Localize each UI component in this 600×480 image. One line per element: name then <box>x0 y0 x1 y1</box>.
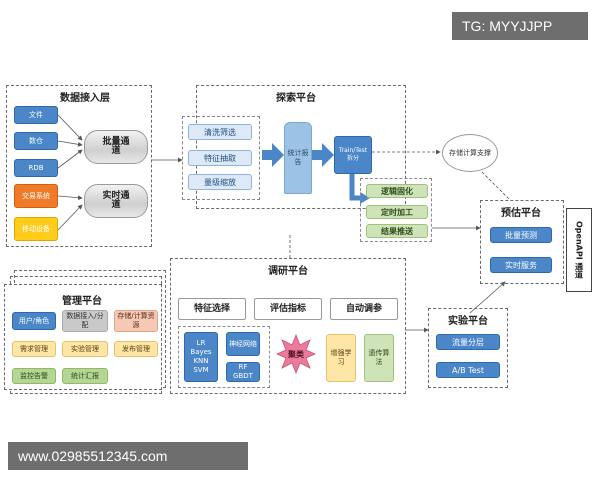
batch-channel[interactable]: 批量通道 <box>84 130 148 164</box>
explore-title: 探索平台 <box>276 93 316 104</box>
storage-compute-cloud: 存储计算支撑 <box>442 134 498 172</box>
cluster-burst-icon <box>276 334 316 374</box>
predict-platform <box>480 200 564 284</box>
ingest-title: 数据接入层 <box>60 93 110 104</box>
auto-tuning[interactable]: 自动调参 <box>330 298 398 320</box>
arrow-split-outputs <box>349 173 362 201</box>
ingest-layer <box>6 85 152 247</box>
manage-release[interactable]: 发布管理 <box>114 341 158 357</box>
source-data-warehouse[interactable]: 数仓 <box>14 132 58 150</box>
source-mobile-device[interactable]: 移动设备 <box>14 217 58 241</box>
arrow-report-split <box>312 143 334 167</box>
ab-test[interactable]: A/B Test <box>436 362 500 378</box>
arrow-file-batch <box>57 114 83 141</box>
cluster-label: 聚类 <box>288 350 304 359</box>
output-scheduled-process[interactable]: 定时加工 <box>366 205 428 219</box>
predict-title: 预估平台 <box>501 208 541 219</box>
watermark-top: TG: MYYJJPP <box>452 12 588 40</box>
arrow-dw-batch <box>57 140 83 147</box>
arrow-steps-report <box>262 143 284 167</box>
algo-neural-net[interactable]: 神经网络 <box>226 332 260 356</box>
batch-predict[interactable]: 批量预测 <box>490 227 552 243</box>
step-clean-filter[interactable]: 清洗筛选 <box>188 124 252 140</box>
manage-data-access[interactable]: 数据接入/分配 <box>62 310 108 332</box>
explore-steps-group <box>182 116 260 200</box>
arrow-mobile-rt <box>57 204 83 231</box>
statistics-report[interactable]: 统计报告 <box>284 122 312 194</box>
arrow-experiment-predict <box>469 281 506 314</box>
algo-ensemble[interactable]: RF GBDT <box>226 362 260 382</box>
arrow-cloud-predict <box>481 171 511 201</box>
research-platform <box>170 258 406 394</box>
genetic-algorithm[interactable]: 遗传算法 <box>364 334 394 382</box>
watermark-bottom: www.02985512345.com <box>8 442 248 470</box>
manage-statistics[interactable]: 统计汇报 <box>62 368 108 384</box>
realtime-channel[interactable]: 实时通道 <box>84 184 148 218</box>
manage-requirements[interactable]: 需求管理 <box>12 341 56 357</box>
eval-metrics[interactable]: 评估指标 <box>254 298 322 320</box>
source-rdb[interactable]: RDB <box>14 159 58 177</box>
experiment-title: 实验平台 <box>448 316 488 327</box>
algo-classic[interactable]: LR Bayes KNN SVM <box>184 332 218 382</box>
source-file[interactable]: 文件 <box>14 106 58 124</box>
manage-experiments[interactable]: 实验管理 <box>62 341 108 357</box>
output-result-push[interactable]: 结果推送 <box>366 224 428 238</box>
openapi-label: OpenAPI 通道 <box>574 221 584 279</box>
traffic-layering[interactable]: 流量分层 <box>436 334 500 350</box>
manage-monitoring[interactable]: 监控告警 <box>12 368 56 384</box>
arrow-trade-rt <box>57 195 83 201</box>
step-scale[interactable]: 量级缩放 <box>188 174 252 190</box>
algo-group <box>178 326 270 388</box>
openapi-channel[interactable]: OpenAPI 通道 <box>566 208 592 292</box>
explore-platform <box>196 85 406 209</box>
manage-title: 管理平台 <box>62 296 102 307</box>
arrow-rdb-batch <box>57 149 83 169</box>
manage-users-roles[interactable]: 用户/角色 <box>12 312 56 330</box>
step-feature-extract[interactable]: 特征抽取 <box>188 150 252 166</box>
experiment-platform <box>428 308 508 388</box>
feature-selection[interactable]: 特征选择 <box>178 298 246 320</box>
reinforcement-learning[interactable]: 增强学习 <box>326 334 356 382</box>
realtime-service[interactable]: 实时服务 <box>490 257 552 273</box>
train-test-split[interactable]: Train/Test拆分 <box>334 136 372 174</box>
source-trade-system[interactable]: 交易系统 <box>14 184 58 208</box>
research-title: 调研平台 <box>268 266 308 277</box>
manage-storage-compute[interactable]: 存储/计算资源 <box>114 310 158 332</box>
output-logic-solidify[interactable]: 逻辑固化 <box>366 184 428 198</box>
explore-output-group <box>360 178 432 242</box>
cluster-burst[interactable]: 聚类 <box>276 334 316 374</box>
